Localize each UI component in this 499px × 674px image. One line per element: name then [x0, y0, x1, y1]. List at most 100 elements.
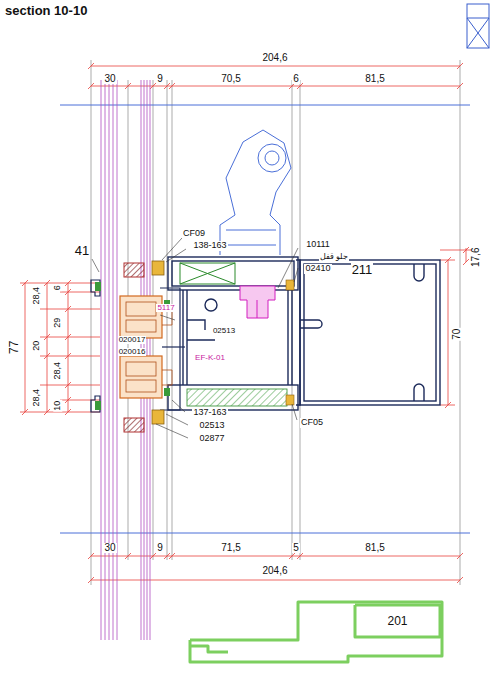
dimension-label: 02513 [212, 327, 236, 335]
mullion-profile [187, 320, 215, 340]
extension-lines [292, 80, 293, 560]
dimension-label: 28,4 [32, 388, 41, 408]
dimension-label: 77 [9, 339, 22, 354]
elevation-icon [467, 18, 489, 19]
dimension-label: 28,4 [32, 286, 41, 306]
hatched-block [187, 389, 287, 406]
dimension-label: 10 [53, 400, 62, 412]
dimension-lines [91, 66, 460, 67]
dimension-lines [91, 86, 460, 87]
dimension-label: 204,6 [261, 566, 288, 577]
dimension-label: 70 [453, 327, 464, 340]
dimension-label: 02513 [198, 421, 225, 430]
gaskets [124, 263, 144, 277]
dimension-label: 6 [292, 74, 300, 85]
anchor-bracket [226, 245, 276, 246]
dimension-label: 211 [351, 263, 374, 277]
dimension-lines [91, 580, 460, 581]
gaskets [124, 418, 144, 432]
elevation-icon [467, 4, 489, 48]
frame-outline [91, 396, 100, 412]
mullion-profile [168, 257, 440, 410]
sash-chambers [126, 380, 156, 392]
insulation-block [180, 263, 235, 284]
leader-lines [294, 268, 298, 282]
profile-outline [188, 600, 444, 666]
dimension-lines [20, 63, 472, 583]
leader-lines [92, 238, 298, 438]
mullion-profile [414, 264, 424, 401]
gaskets [95, 282, 101, 291]
mullion-profile [182, 290, 183, 385]
insulation-block [180, 263, 235, 284]
dimension-label: 28,4 [53, 361, 62, 381]
dimension-label: 020016 [118, 348, 147, 356]
mullion-profile [205, 299, 217, 311]
glass-panes [109, 80, 110, 640]
leader-lines [166, 249, 186, 262]
profile-number: 201 [387, 614, 407, 628]
profile-outline [355, 605, 440, 637]
dimension-label: 81,5 [364, 74, 385, 85]
dimension-label: جلو قفل [319, 253, 349, 261]
dimension-lines [440, 247, 472, 265]
dimension-label: 30 [103, 543, 116, 554]
mullion-profile [168, 385, 298, 410]
mullion-profile [300, 260, 440, 405]
mullion-profile [172, 261, 294, 286]
mullion-profile [300, 320, 322, 328]
insulation-block [180, 263, 235, 284]
lock-component [240, 286, 275, 318]
lock-component [257, 300, 258, 318]
frame-outline [91, 280, 100, 296]
extension-lines [91, 60, 92, 585]
gaskets [286, 280, 294, 290]
sash-profile [120, 296, 162, 338]
leader-lines [278, 248, 298, 288]
glass-panes [105, 80, 106, 640]
dimension-label: 138-163 [192, 241, 227, 250]
mullion-profile [168, 257, 298, 290]
profile-outline [190, 602, 442, 662]
leader-lines [160, 315, 175, 320]
part-code: 5117 [156, 304, 175, 312]
extension-lines [91, 60, 460, 585]
dimension-label: 41 [74, 244, 90, 258]
dimension-label: 204,6 [261, 53, 288, 64]
anchor-bracket [220, 130, 291, 255]
mullion-profile [287, 290, 288, 385]
leader-lines [92, 259, 99, 272]
anchor-bracket [258, 144, 286, 172]
gaskets [286, 395, 294, 405]
dimension-label: 6 [53, 284, 62, 291]
dimension-lines [25, 283, 26, 412]
leader-lines [156, 424, 188, 438]
dimension-label: 29 [53, 317, 62, 329]
profile-section: 201 [188, 600, 444, 666]
dimension-label: 9 [156, 543, 164, 554]
anchor-bracket [220, 130, 291, 255]
leader-lines [162, 238, 182, 260]
sash-chambers [126, 302, 156, 316]
extension-lines [167, 80, 168, 560]
dimension-label: 30 [103, 74, 116, 85]
elevation-icon [467, 18, 489, 48]
insulation-block [180, 263, 235, 284]
sash-chambers [126, 362, 156, 376]
sash-chambers [126, 320, 156, 332]
extension-lines [460, 60, 461, 585]
dimension-lines [68, 283, 69, 412]
part-code: EF-K-01 [194, 354, 226, 362]
gaskets [164, 388, 170, 396]
anchor-bracket [226, 230, 276, 231]
dimension-label: 02410 [304, 264, 331, 273]
anchor-bracket [265, 151, 279, 165]
axis-lines [60, 533, 470, 534]
dimension-label: 020017 [118, 336, 147, 344]
dimension-label: 71,5 [220, 543, 241, 554]
elevation-icon [467, 18, 489, 48]
dimension-label: 20 [32, 340, 41, 352]
dimension-lines [91, 556, 460, 557]
dimension-label: 137-163 [192, 408, 227, 417]
gaskets [95, 401, 101, 410]
